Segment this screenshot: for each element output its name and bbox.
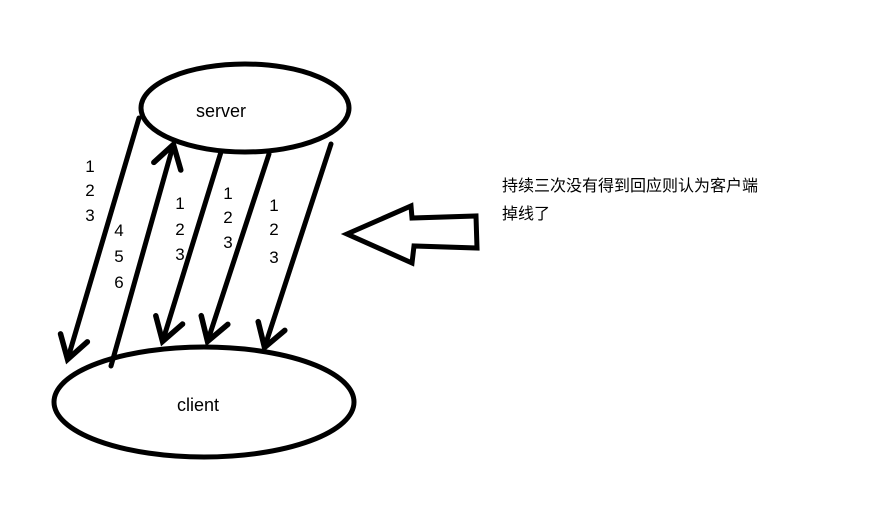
sequence-label: 3 [269, 248, 278, 267]
sequence-label: 2 [85, 181, 94, 200]
sequence-label: 3 [85, 206, 94, 225]
message-line-1-server-to-client [57, 115, 142, 365]
message-line-4-server-to-client [198, 151, 272, 347]
message-line-5-server-to-client [255, 141, 334, 353]
sequence-label: 6 [114, 273, 123, 292]
sequence-label: 1 [85, 157, 94, 176]
server-ellipse [138, 61, 352, 155]
client-label: client [177, 395, 219, 415]
message-line-3-server-to-client [153, 149, 224, 347]
sequence-label: 1 [223, 184, 232, 203]
client-ellipse [51, 344, 357, 460]
sequence-label: 3 [175, 245, 184, 264]
annotation-text-line2: 掉线了 [502, 205, 550, 223]
server-label: server [196, 101, 246, 121]
sequence-label: 1 [269, 196, 278, 215]
sequence-label: 1 [175, 194, 184, 213]
sequence-label: 5 [114, 247, 123, 266]
left-arrow-icon [340, 202, 480, 267]
sequence-label: 2 [223, 208, 232, 227]
message-line-2-client-to-server [108, 139, 184, 369]
sequence-label: 4 [114, 221, 123, 240]
sequence-label: 2 [175, 220, 184, 239]
annotation-text-line1: 持续三次没有得到回应则认为客户端 [502, 176, 758, 195]
sequence-label: 2 [269, 220, 278, 239]
sequence-label: 3 [223, 233, 232, 252]
